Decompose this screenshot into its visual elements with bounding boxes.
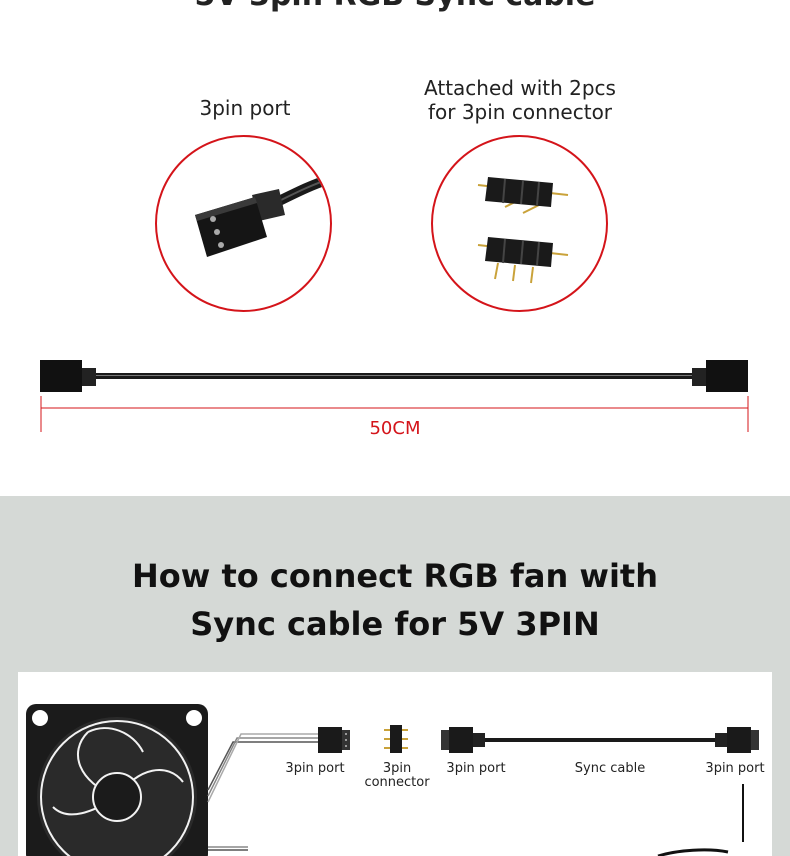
connector-label-line1: Attached with 2pcs: [424, 76, 616, 100]
cable-icon: [40, 360, 749, 432]
fan-icon: [26, 704, 208, 856]
heading-line2: Sync cable for 5V 3PIN: [190, 605, 600, 643]
connector-plug-icon: [195, 173, 330, 257]
heading-line1: How to connect RGB fan with: [132, 557, 658, 595]
connector-label-line2: for 3pin connector: [427, 100, 613, 124]
section-heading: How to connect RGB fan with Sync cable f…: [0, 552, 790, 648]
pin-connector-closeup: [431, 135, 608, 312]
cut-off-title: 5V 3pin RGB Sync cable: [0, 0, 790, 13]
port1-label: 3pin port: [285, 761, 345, 776]
length-label: 50CM: [369, 418, 421, 439]
port-closeup: [155, 135, 332, 312]
connection-diagram: 3pin port 3pin connector 3pin port Sync …: [18, 672, 772, 856]
pin-header-icon: [477, 177, 569, 284]
diagram-graphics: [26, 704, 759, 856]
connector-plug-icon: [384, 725, 408, 753]
sync-cable-label: Sync cable: [574, 761, 646, 776]
connector-label-line2: connector: [364, 775, 430, 790]
product-overview: 5V 3pin RGB Sync cable 3pin port Attache…: [0, 0, 790, 439]
port2-label: 3pin port: [446, 761, 506, 776]
connector-label-line1: 3pin: [382, 761, 412, 776]
port-label: 3pin port: [199, 96, 291, 120]
port3-label: 3pin port: [705, 761, 765, 776]
